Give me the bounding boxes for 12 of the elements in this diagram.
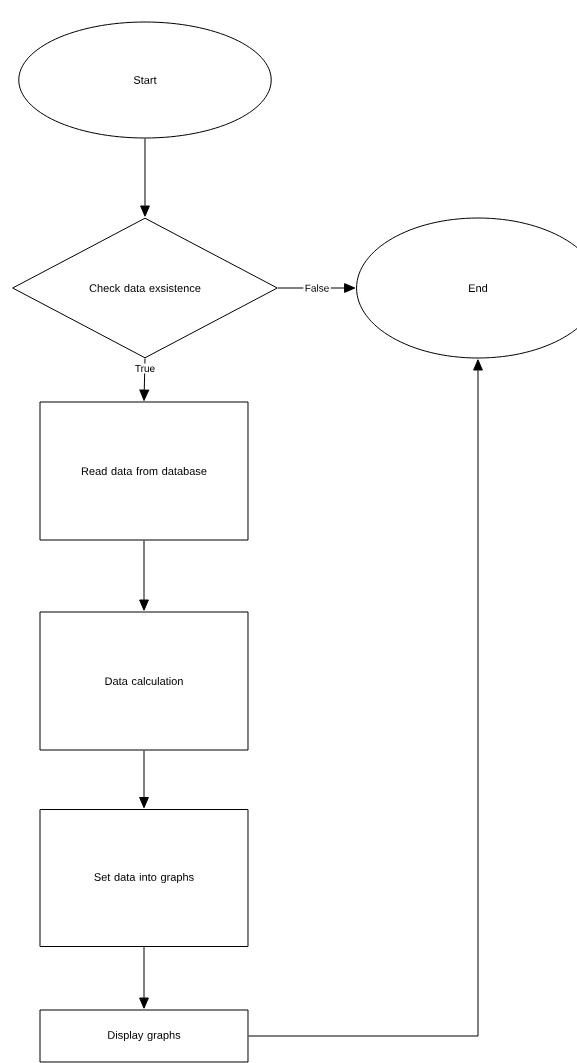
- arrow: [139, 358, 150, 401]
- edge-label: True: [133, 363, 157, 374]
- arrow: [140, 138, 150, 217]
- arrow: [139, 540, 149, 611]
- process-box: Display graphs: [39, 1009, 249, 1063]
- arrow: [139, 946, 149, 1009]
- arrow: [139, 750, 149, 809]
- arrow: [248, 359, 483, 1037]
- edge-label: False: [303, 282, 331, 294]
- process-box: Set data into graphs: [39, 809, 249, 947]
- process-box: Read data from database: [39, 401, 249, 541]
- process-box: Data calculation: [39, 611, 249, 751]
